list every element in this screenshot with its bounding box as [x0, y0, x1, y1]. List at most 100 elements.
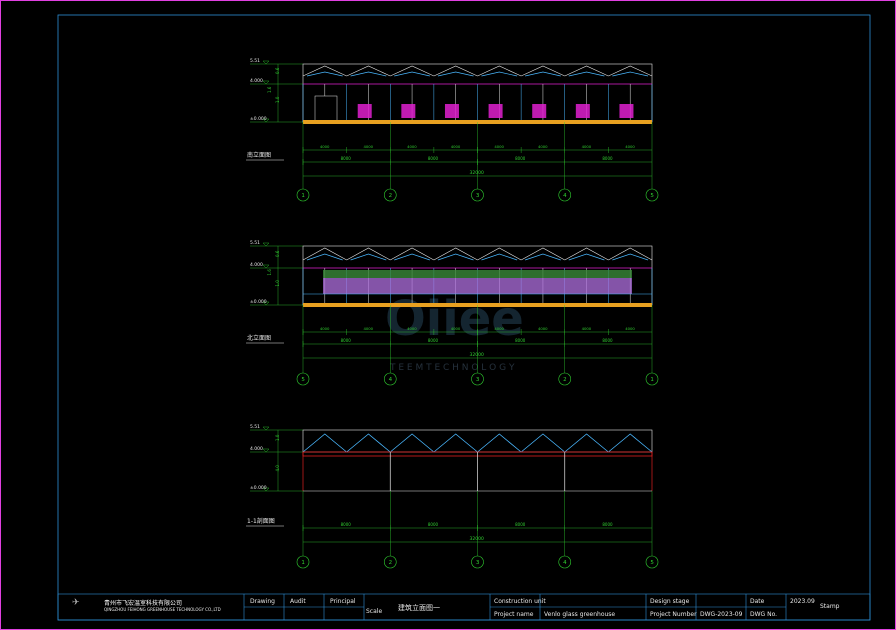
span-dim-label: 8000 [602, 338, 613, 343]
elevation-label: ±0.000 [250, 116, 267, 122]
axis-bubble [645, 372, 659, 386]
bay-dim-label: 4000 [625, 144, 635, 149]
span-dim-label: 8000 [428, 338, 439, 343]
date-value: 2023.09 [790, 598, 815, 605]
roof-vent [525, 253, 561, 261]
roof-ridge [608, 65, 653, 77]
span-dim-label: 8000 [341, 156, 352, 161]
roof-vent [350, 253, 387, 261]
construction-unit-label: Construction unit [494, 598, 546, 605]
title-block [57, 593, 871, 621]
axis-bubble [383, 372, 397, 386]
span-dim-label: 8000 [428, 522, 439, 527]
view-title: 北立面图 [247, 334, 271, 342]
axis-label: 4 [563, 560, 567, 566]
roof-vent [306, 71, 343, 77]
project-name-label: Project name [494, 611, 534, 618]
span-dim-label: 8000 [428, 156, 439, 161]
fan-unit [619, 104, 634, 118]
elevation-label: 5.51 [250, 240, 260, 246]
roof-ridge [564, 433, 609, 453]
audit-label: Audit [290, 598, 306, 605]
axis-label: 3 [476, 193, 480, 199]
axis-label: 4 [563, 193, 567, 199]
fan-unit [444, 104, 459, 118]
roof-vent [612, 71, 649, 77]
project-name: Venlo glass greenhouse [544, 611, 616, 618]
axis-bubble [558, 555, 572, 569]
elevation-marker [262, 301, 270, 306]
company-name-en: QINGZHOU FEIHONG GREENHOUSE TECHNOLOGY C… [104, 607, 221, 612]
roof-ridge [477, 247, 522, 261]
axis-label: 1 [301, 193, 305, 199]
vertical-dim-label: 0.6 [275, 250, 280, 257]
stamp-label: Stamp [820, 603, 840, 610]
axis-bubble [471, 372, 484, 386]
vertical-dim-label: 1.6 [267, 269, 272, 276]
roof-vent [612, 253, 649, 261]
vertical-dim-label: 1.0 [275, 280, 280, 287]
axis-bubble [558, 372, 572, 386]
roof-ridge [346, 433, 391, 453]
sheet-title: 建筑立面图一 [398, 604, 440, 612]
watermark-logo: Oiiee [385, 291, 524, 347]
bay-dim-label: 4000 [625, 326, 635, 331]
elevation-marker [262, 264, 270, 269]
span-dim-label: 8000 [602, 522, 613, 527]
vertical-dim-label: 0.6 [275, 67, 280, 74]
axis-bubble [645, 188, 659, 202]
elevation-label: 4.000 [250, 262, 263, 268]
axis-label: 1 [650, 377, 654, 383]
axis-bubble [383, 555, 397, 569]
wet-pad-top [323, 270, 632, 278]
axis-label: 5 [650, 193, 654, 199]
axis-bubble [645, 555, 659, 569]
bay-dim-label: 4000 [538, 326, 548, 331]
bay-dim-label: 4000 [538, 144, 548, 149]
fan-unit [488, 104, 503, 118]
axis-label: 5 [650, 560, 654, 566]
bay-dim-label: 4000 [407, 326, 417, 331]
roof-ridge [564, 65, 609, 77]
roof-ridge [477, 433, 522, 453]
date-label: Date [750, 598, 765, 605]
axis-bubble [296, 372, 310, 386]
axis-bubble [296, 188, 310, 202]
axis-label: 2 [563, 377, 567, 383]
bay-dim-label: 4000 [320, 144, 330, 149]
vertical-dim-label: 1.6 [267, 86, 272, 93]
watermark: Oiiee T E E M T E C H N O L O G Y [385, 291, 524, 373]
bay-dim-label: 4000 [582, 326, 592, 331]
span-dim-label: 8000 [341, 338, 352, 343]
project-number-label: Project Number [650, 611, 697, 618]
fan-unit [401, 104, 416, 118]
roof-ridge [302, 433, 347, 453]
elevation-label: ±0.000 [250, 485, 267, 491]
company-name-cn: 青州市飞宏温室科技有限公司 [104, 600, 183, 607]
company-logo-icon: ✈ [72, 598, 80, 608]
bay-dim-label: 4000 [582, 144, 592, 149]
roof-vent [568, 71, 605, 77]
span-dim-label: 8000 [515, 522, 526, 527]
axis-bubble [296, 555, 310, 569]
roof-ridge [520, 65, 565, 77]
roof-vent [394, 71, 430, 77]
view-title: 1-1剖面图 [247, 517, 275, 525]
span-dim-label: 8000 [341, 522, 352, 527]
axis-label: 3 [476, 377, 480, 383]
roof-ridge [346, 65, 391, 77]
roof-ridge [433, 65, 478, 77]
axis-label: 2 [389, 193, 393, 199]
roof-ridge [477, 65, 522, 77]
wet-pad [323, 278, 632, 294]
bay-dim-label: 4000 [407, 144, 417, 149]
elevation-marker [262, 242, 270, 247]
axis-label: 5 [301, 377, 305, 383]
roof-vent [525, 71, 561, 77]
roof-vent [350, 71, 387, 77]
vertical-dim-label: 4.0 [275, 465, 280, 472]
elevation-marker [262, 118, 270, 123]
roof-vent [394, 253, 430, 261]
door [314, 95, 338, 123]
